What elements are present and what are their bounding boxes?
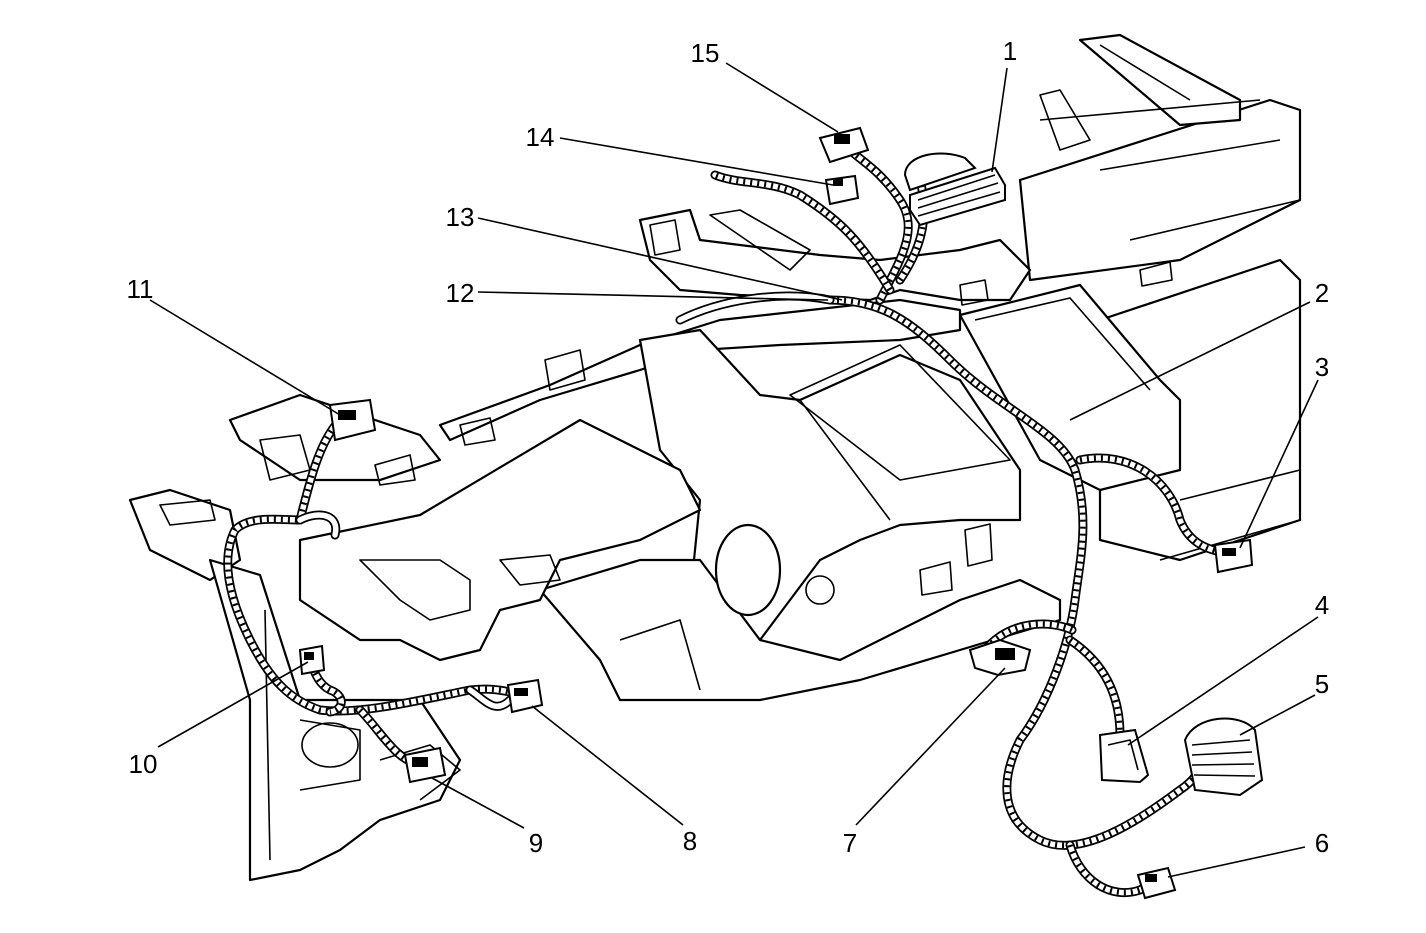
callout-9: 9	[529, 828, 543, 858]
callout-5: 5	[1315, 669, 1329, 699]
connector-5	[1183, 717, 1264, 797]
callout-7: 7	[843, 828, 857, 858]
leader-12	[477, 291, 829, 301]
callout-11: 11	[127, 274, 154, 304]
callout-13: 13	[446, 202, 475, 232]
leader-13	[477, 217, 843, 301]
leader-14	[559, 137, 834, 186]
connector-10	[298, 644, 326, 676]
wiring-harness	[223, 145, 1230, 898]
connector-1	[903, 152, 1006, 227]
callout-1: 1	[1003, 36, 1017, 66]
leader-8	[531, 705, 684, 826]
leader-4	[1127, 616, 1319, 746]
leader-3	[1239, 379, 1319, 549]
callout-3: 3	[1315, 352, 1329, 382]
callout-10: 10	[129, 749, 158, 779]
connector-4	[1098, 728, 1150, 784]
connector-14	[824, 174, 860, 206]
leader-15	[725, 62, 839, 133]
leader-1	[991, 67, 1008, 173]
leader-2	[1069, 301, 1311, 421]
connector-15	[818, 126, 870, 164]
callout-4: 4	[1315, 590, 1329, 620]
leader-11	[149, 299, 346, 419]
leader-6	[1167, 846, 1306, 878]
connector-6	[1136, 866, 1177, 900]
callout-labels: 1 2 3 4 5 6 7 8 9 10 11 12 13 14 15	[127, 36, 1330, 858]
connector-8	[506, 678, 544, 714]
connector-7	[968, 638, 1032, 677]
leader-9	[431, 777, 525, 829]
connector-9	[403, 746, 447, 784]
connector-3	[1213, 538, 1254, 574]
leader-7	[855, 667, 1006, 826]
instrument-panel-frame	[128, 33, 1302, 882]
callout-2: 2	[1315, 278, 1329, 308]
callout-8: 8	[683, 826, 697, 856]
leader-5	[1239, 694, 1316, 736]
callout-6: 6	[1315, 828, 1329, 858]
connector-11	[328, 398, 377, 442]
leader-lines	[149, 62, 1319, 878]
leader-10	[157, 661, 309, 748]
callout-12: 12	[446, 278, 475, 308]
callout-14: 14	[526, 122, 555, 152]
callout-15: 15	[691, 38, 720, 68]
